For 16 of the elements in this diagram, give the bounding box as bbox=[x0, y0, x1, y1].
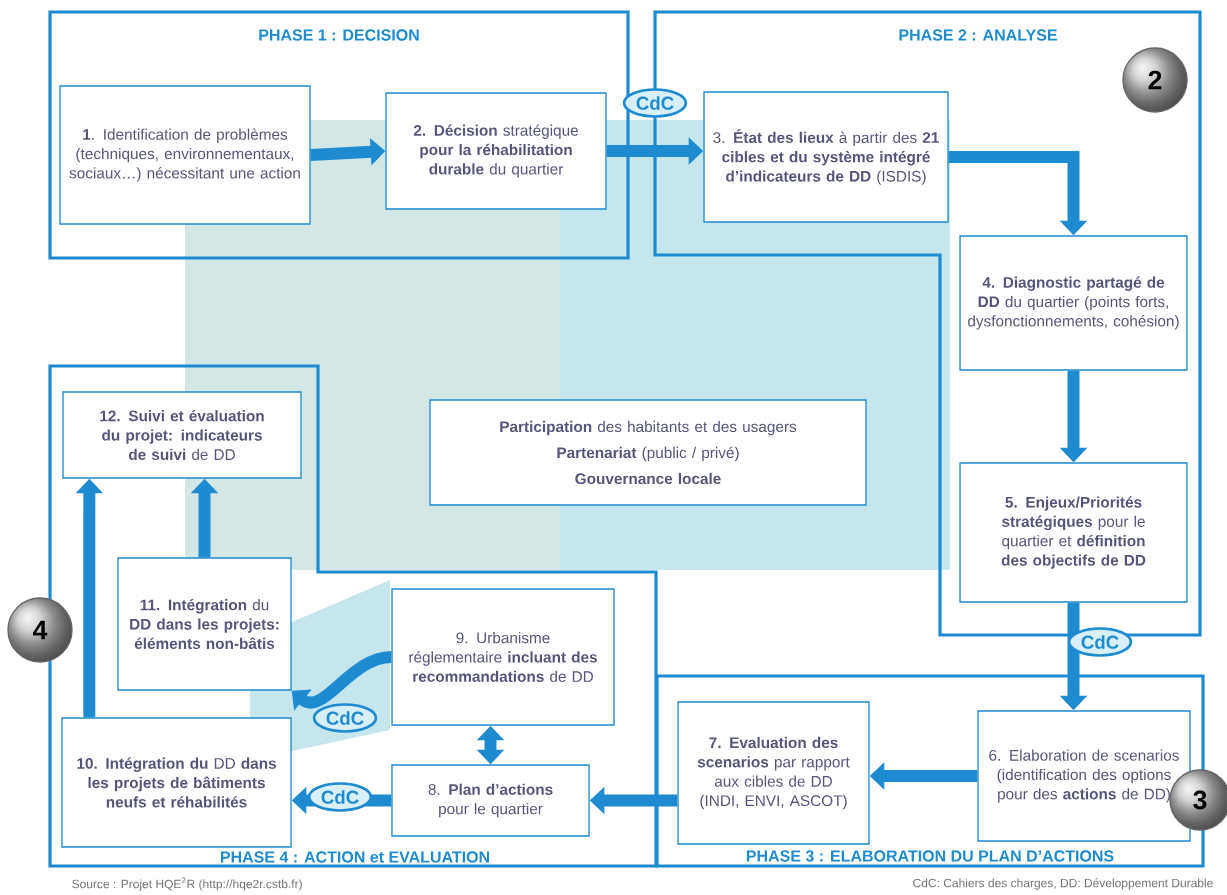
step-box: 4. Diagnostic partagé de DD du quartier (points forts, dysfonctionnements, cohésion) bbox=[959, 235, 1188, 371]
note-box: Participation des habitants et des usagers Partenariat (public / privé) Gouvernance locale bbox=[429, 399, 867, 506]
footnote: Source : Projet HQE$^{2}$R (http://hqe2r.cstb.fr) bbox=[72, 877, 302, 891]
step-box: 12. Suivi et évaluation du projet: indicateurs de suivi de DD bbox=[62, 391, 302, 479]
step-box: 10. Intégration du DD dans les projets de bâtiments neufs et réhabilités bbox=[61, 717, 292, 848]
arrow bbox=[291, 651, 393, 711]
step-box: 11. Intégration du DD dans les projets: éléments non-bâtis bbox=[117, 557, 292, 691]
step-box: 2. Décision stratégique pour la réhabilitation durable du quartier bbox=[385, 92, 607, 210]
step-box: 5. Enjeux/Priorités stratégiques pour le quartier et définition des objectifs de DD bbox=[959, 462, 1188, 603]
step-box: 8. Plan d’actions pour le quartier bbox=[391, 764, 590, 837]
step-box: 7. Evaluation des scenarios par rapport aux cibles de DD (INDI, ENVI, ASCOT) bbox=[677, 701, 870, 845]
step-box: 9. Urbanisme réglementaire incluant des recommandations de DD bbox=[391, 588, 615, 726]
step-box: 1. Identification de problèmes (techniques, environnementaux, sociaux…) nécessitant une action bbox=[59, 85, 311, 225]
step-box: 6. Elaboration de scenarios (identification des options pour des actions de DD) bbox=[977, 710, 1191, 842]
step-box: 3. État des lieux à partir des 21 cibles et du système intégré d’indicateurs de DD (ISDIS) bbox=[703, 91, 949, 223]
footnote: CdC: Cahiers des charges, DD: Développement Durable bbox=[913, 878, 1213, 890]
